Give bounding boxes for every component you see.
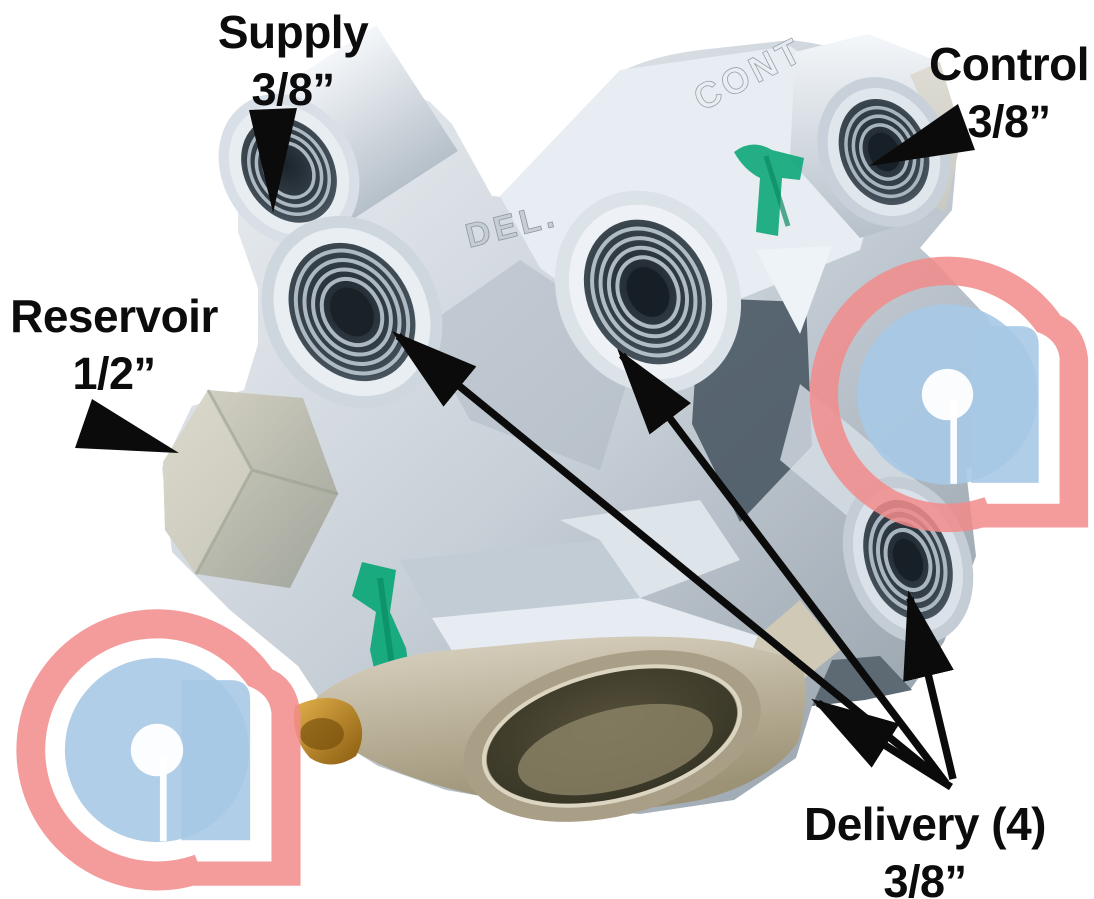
delivery-label-size: 3/8” [883, 856, 967, 899]
delivery-arrow-4 [811, 698, 954, 791]
port-delivery-center [554, 190, 742, 394]
callout-arrows [75, 104, 975, 791]
bright-rib-face [756, 246, 832, 334]
delivery-label: Delivery (4) 3/8” [772, 796, 1078, 899]
reservoir-arrow [75, 399, 179, 453]
exhaust-bore-floor [517, 703, 713, 796]
reservoir-label-size: 1/2” [72, 348, 156, 399]
brass-fitting-shadow [300, 718, 344, 750]
port-bore-center [626, 267, 670, 317]
port-bore-center [892, 538, 924, 582]
delivery-arrow-3 [903, 590, 957, 780]
watermark-logo-left [16, 609, 301, 891]
reservoir-label-name: Reservoir [10, 290, 218, 342]
reservoir-hex-boss [163, 389, 339, 588]
control-arrow [869, 104, 975, 166]
control-label: Control 3/8” [914, 36, 1094, 150]
port-threads [293, 248, 411, 376]
reservoir-label: Reservoir 1/2” [2, 288, 226, 402]
bottom-hex-top-face [400, 540, 640, 618]
port-delivery-left [261, 215, 443, 409]
supply-arrow [249, 108, 297, 213]
bottom-hex-upper-face [560, 500, 740, 598]
green-paint-mark-top [734, 144, 804, 236]
green-paint-shade-top [763, 155, 791, 227]
delivery-label-name: Delivery (4) [803, 798, 1047, 850]
supply-label-name: Supply [217, 6, 369, 58]
supply-label-size: 3/8” [251, 64, 335, 115]
bottom-flange [294, 636, 912, 822]
exhaust-rim-highlight [481, 664, 743, 808]
delivery-arrow-fan [391, 330, 957, 791]
control-label-name: Control [928, 38, 1090, 90]
port-bore-center [330, 287, 374, 337]
control-label-size: 3/8” [967, 96, 1051, 147]
reservoir-hex-edges [194, 389, 339, 575]
reservoir-hex-face [163, 390, 252, 574]
supply-label: Supply 3/8” [165, 4, 421, 118]
